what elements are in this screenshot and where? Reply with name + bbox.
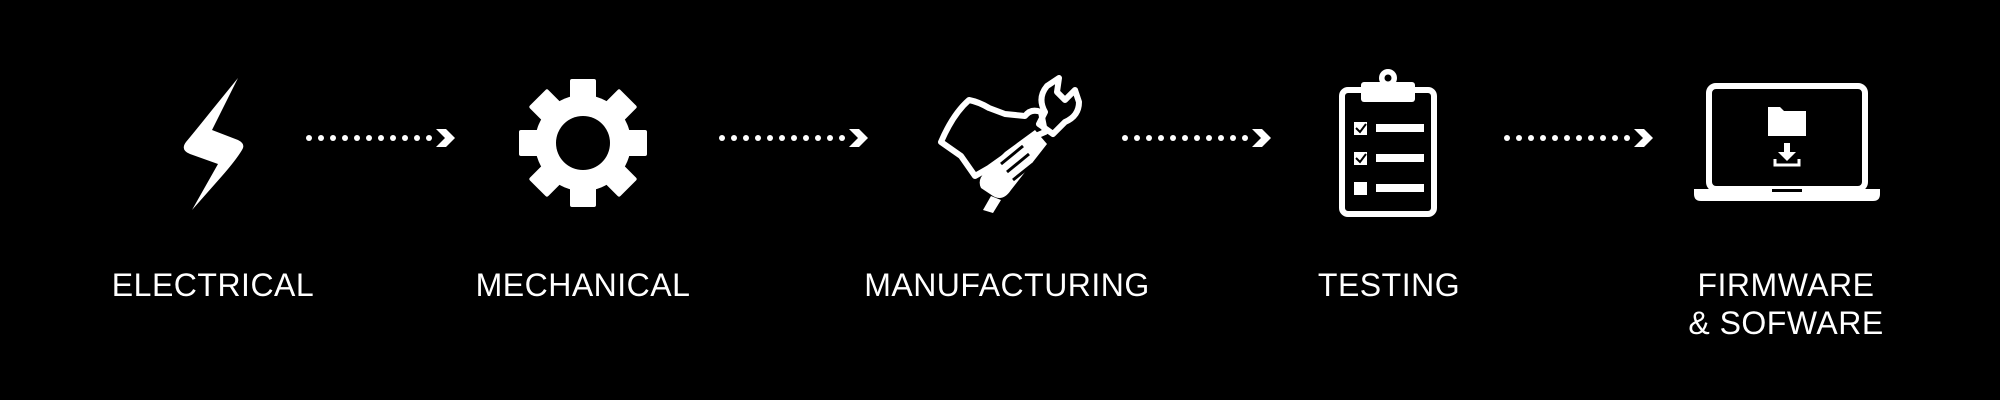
lightning-bolt-icon [183, 78, 244, 210]
laptop-download-icon [1694, 83, 1880, 201]
step-label-manufacturing: MANUFACTURING [864, 267, 1150, 303]
dotted-arrow-icon [306, 129, 455, 147]
gear-icon [519, 79, 647, 207]
step-label-firmware-software: FIRMWARE & SOFWARE [1688, 266, 1883, 342]
clipboard-checklist-icon [1339, 69, 1437, 217]
step-label-firmware-line1: FIRMWARE [1697, 267, 1875, 303]
hand-wrench-icon [938, 75, 1082, 213]
step-label-testing: TESTING [1317, 267, 1461, 303]
step-label-firmware-line2: & SOFWARE [1688, 305, 1884, 341]
dotted-arrow-icon [1504, 129, 1653, 147]
step-label-mechanical: MECHANICAL [475, 267, 691, 303]
step-label-electrical: ELECTRICAL [111, 267, 315, 303]
dotted-arrow-icon [1122, 129, 1271, 147]
dotted-arrow-icon [719, 129, 868, 147]
